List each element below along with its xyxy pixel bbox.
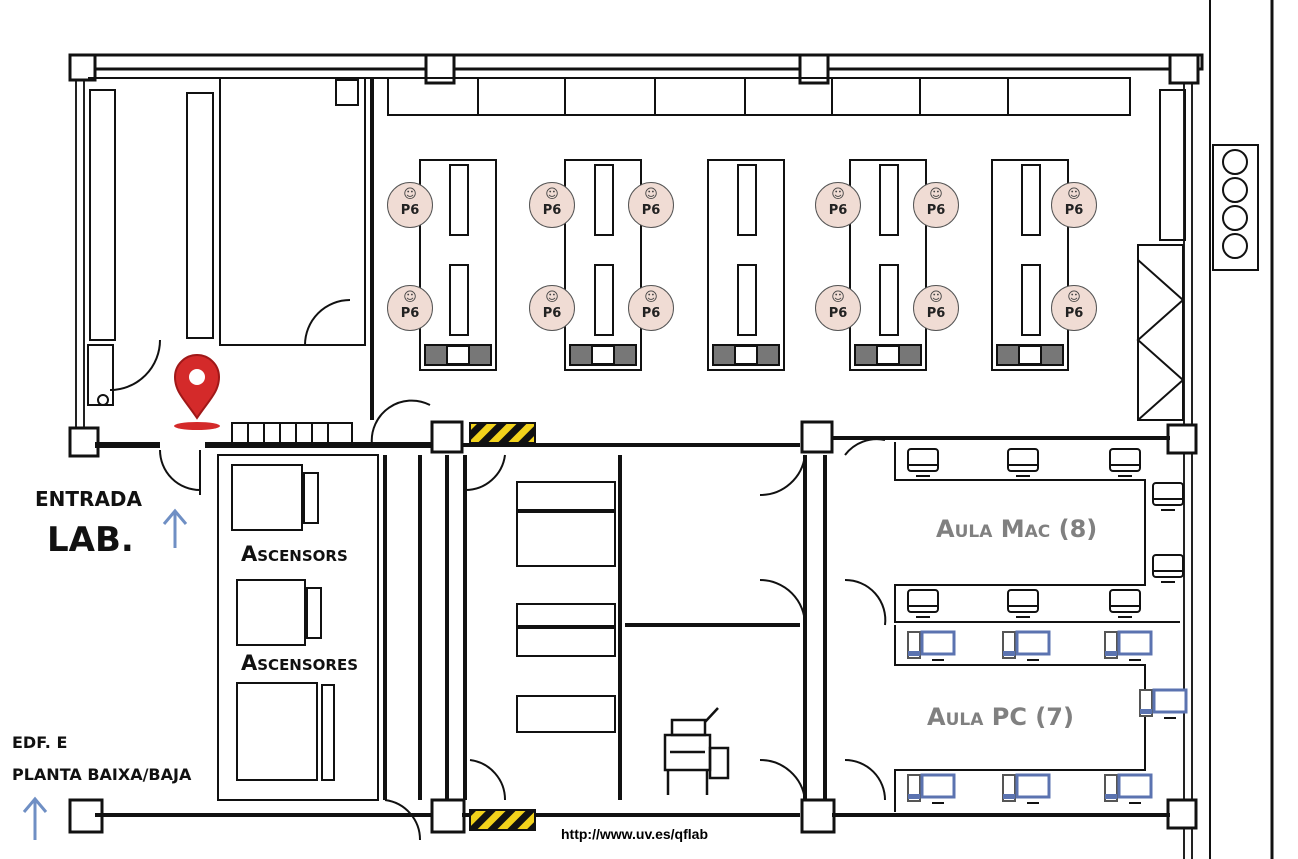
lab-bench: [991, 159, 1069, 371]
lab-bench: [734, 345, 758, 365]
workstation-label: P6: [641, 306, 661, 321]
workstation-label: P6: [641, 203, 661, 218]
workstation-p6[interactable]: ☺P6: [628, 182, 674, 228]
workstation-p6[interactable]: ☺P6: [815, 285, 861, 331]
pc-monitor-icon: [1104, 773, 1153, 804]
pc-monitor-icon: [907, 630, 956, 661]
workstation-p6[interactable]: ☺P6: [387, 285, 433, 331]
mac-monitor-icon: [1007, 589, 1039, 618]
person-mask-icon: ☺: [644, 290, 658, 305]
person-mask-icon: ☺: [1067, 187, 1081, 202]
workstation-p6[interactable]: ☺P6: [913, 285, 959, 331]
workstation-label: P6: [828, 306, 848, 321]
lab-bench: [707, 159, 785, 371]
lab-bench: [876, 345, 900, 365]
lab-bench: [449, 164, 469, 236]
person-mask-icon: ☺: [545, 187, 559, 202]
hazard-stripes-bottom: [469, 809, 536, 831]
floor-label: PLANTA BAIXA/BAJA: [12, 765, 192, 784]
lab-url-link[interactable]: http://www.uv.es/qflab: [561, 826, 708, 842]
elevators-label-es: Ascensores: [241, 651, 359, 675]
person-mask-icon: ☺: [644, 187, 658, 202]
hazard-stripes-top: [469, 422, 536, 444]
lab-bench: [446, 345, 470, 365]
pc-monitor-icon: [1002, 773, 1051, 804]
lab-bench: [594, 264, 614, 336]
lab-bench: [564, 159, 642, 371]
pc-monitor-icon: [1139, 688, 1188, 719]
workstation-label: P6: [1064, 306, 1084, 321]
mac-monitor-icon: [907, 589, 939, 618]
person-mask-icon: ☺: [1067, 290, 1081, 305]
workstation-label: P6: [542, 306, 562, 321]
lab-bench: [1018, 345, 1042, 365]
workstation-label: P6: [828, 203, 848, 218]
lab-bench: [419, 159, 497, 371]
lab-bench: [594, 164, 614, 236]
workstation-p6[interactable]: ☺P6: [815, 182, 861, 228]
lab-bench: [737, 264, 757, 336]
workstation-label: P6: [926, 203, 946, 218]
person-mask-icon: ☺: [545, 290, 559, 305]
lab-bench: [879, 264, 899, 336]
aula-mac-label: Aula Mac (8): [936, 515, 1098, 543]
mac-monitor-icon: [1109, 448, 1141, 477]
person-mask-icon: ☺: [403, 187, 417, 202]
workstation-p6[interactable]: ☺P6: [1051, 182, 1097, 228]
person-mask-icon: ☺: [929, 187, 943, 202]
workstation-p6[interactable]: ☺P6: [1051, 285, 1097, 331]
up-arrow-icon: [22, 508, 188, 840]
location-pin-icon: [173, 354, 221, 430]
lab-bench: [1021, 164, 1041, 236]
workstation-p6[interactable]: ☺P6: [529, 182, 575, 228]
mac-monitor-icon: [907, 448, 939, 477]
workstation-p6[interactable]: ☺P6: [913, 182, 959, 228]
person-mask-icon: ☺: [831, 290, 845, 305]
workstation-label: P6: [400, 306, 420, 321]
lab-bench: [849, 159, 927, 371]
elevators-label-ca: Ascensors: [241, 542, 348, 566]
lab-bench: [737, 164, 757, 236]
workstation-p6[interactable]: ☺P6: [628, 285, 674, 331]
workstation-label: P6: [1064, 203, 1084, 218]
lab-bench: [879, 164, 899, 236]
building-label: EDF. E: [12, 733, 68, 752]
mac-monitor-icon: [1109, 589, 1141, 618]
person-mask-icon: ☺: [831, 187, 845, 202]
pc-monitor-icon: [1002, 630, 1051, 661]
mac-monitor-icon: [1152, 482, 1184, 511]
pc-monitor-icon: [907, 773, 956, 804]
aula-pc-label: Aula PC (7): [927, 703, 1074, 731]
mac-monitor-icon: [1152, 554, 1184, 583]
entrance-label: ENTRADA: [35, 487, 143, 511]
person-mask-icon: ☺: [403, 290, 417, 305]
pc-monitor-icon: [1104, 630, 1153, 661]
workstation-label: P6: [400, 203, 420, 218]
mac-monitor-icon: [1007, 448, 1039, 477]
workstation-label: P6: [926, 306, 946, 321]
workstation-label: P6: [542, 203, 562, 218]
lab-bench: [591, 345, 615, 365]
workstation-p6[interactable]: ☺P6: [529, 285, 575, 331]
lab-label: LAB.: [47, 520, 134, 560]
lab-bench: [1021, 264, 1041, 336]
workstation-p6[interactable]: ☺P6: [387, 182, 433, 228]
lab-bench: [449, 264, 469, 336]
person-mask-icon: ☺: [929, 290, 943, 305]
